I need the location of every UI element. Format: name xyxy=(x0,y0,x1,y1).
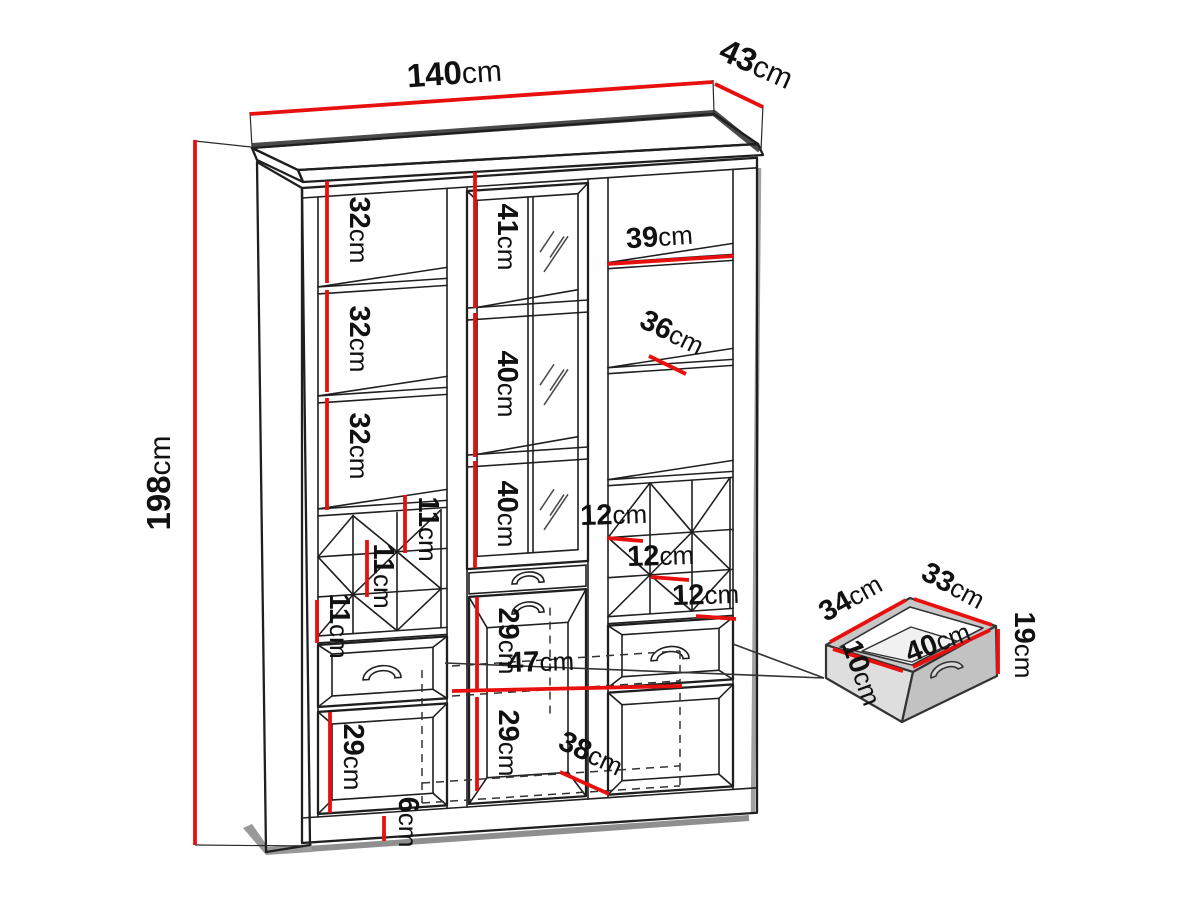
right-wine-rack xyxy=(607,476,734,625)
dim-detail-19-label: 19cm xyxy=(1008,612,1040,679)
glass-pane-marks xyxy=(539,230,569,531)
dim-left-shelf-1-label: 32cm xyxy=(343,197,375,264)
right-drawer xyxy=(606,616,735,689)
dim-line-bottom-shelf xyxy=(559,770,610,796)
right-drawer-handle xyxy=(650,645,690,662)
top-back-edge-shadow xyxy=(251,110,762,153)
dim-rack11-1-label: 11cm xyxy=(412,496,444,561)
left-side-panel xyxy=(255,160,312,854)
dim-line-detail-40 xyxy=(912,628,991,669)
dim-rack11-2-label: 11cm xyxy=(367,543,399,608)
dim-line-depth xyxy=(714,82,764,109)
dim-line-detail-33 xyxy=(913,597,993,627)
dim-line-detail-34 xyxy=(829,598,907,644)
dim-line-rack12-2 xyxy=(650,575,690,582)
dim-line-shelf-39 xyxy=(606,254,735,266)
middle-drawer xyxy=(468,564,587,595)
hidden-interior-lines xyxy=(421,607,681,804)
drawer-detail xyxy=(824,596,999,724)
middle-drawer-handle xyxy=(511,571,545,585)
left-drawer-handle xyxy=(362,664,402,681)
dim-left-shelf-3-label: 32cm xyxy=(343,413,375,480)
dim-shelf-39-label: 39cm xyxy=(625,219,694,256)
dim-left-door-label: 29cm xyxy=(337,724,369,791)
frame-lines xyxy=(301,166,758,819)
dim-glass-3-label: 40cm xyxy=(491,481,523,548)
left-door xyxy=(316,702,449,816)
dim-line-rack12-1 xyxy=(606,536,644,543)
dim-plinth-label: 6cm xyxy=(392,797,424,848)
front-face xyxy=(300,156,759,845)
dim-line-interior-width xyxy=(451,684,683,693)
top-slab-left-cap xyxy=(250,146,305,184)
right-door xyxy=(606,683,735,796)
top-slab xyxy=(250,112,765,184)
dim-line-detail-10 xyxy=(832,647,904,673)
extension-lines xyxy=(194,79,764,847)
dim-rack12-1-label: 12cm xyxy=(580,498,648,532)
glass-door xyxy=(465,181,590,571)
right-drawer-leader xyxy=(732,643,825,679)
middle-door-handle xyxy=(511,601,545,615)
dim-line-shelf-36 xyxy=(648,354,687,376)
dim-shelf-36-label: 36cm xyxy=(635,304,709,362)
dim-height-label: 198cm xyxy=(140,435,177,530)
middle-door xyxy=(467,587,588,806)
dim-depth-label: 43cm xyxy=(714,31,799,96)
drawer-detail-handle xyxy=(930,660,964,679)
leader-lines xyxy=(444,643,825,679)
cabinet-body xyxy=(300,156,759,845)
dim-glass-2-label: 40cm xyxy=(491,351,523,418)
left-drawer xyxy=(316,635,449,709)
dim-rack11-3-label: 11cm xyxy=(323,593,355,658)
dim-glass-1-label: 41cm xyxy=(491,204,523,271)
top-slab-surface xyxy=(250,112,760,172)
left-drawer-leader xyxy=(444,662,825,679)
dim-mid-lower-label: 29cm xyxy=(492,710,524,777)
dim-rack12-2-label: 12cm xyxy=(627,539,695,573)
dimension-lines xyxy=(193,80,1000,845)
left-column-shelves xyxy=(317,266,448,517)
dim-line-rack12-3 xyxy=(695,614,737,621)
dim-mid-upper-label: 29cm xyxy=(492,608,524,675)
dim-rack12-3-label: 12cm xyxy=(672,578,740,612)
dim-width-label: 140cm xyxy=(405,51,502,95)
dim-left-shelf-2-label: 32cm xyxy=(343,306,375,373)
left-wine-rack xyxy=(317,508,448,644)
dim-line-width xyxy=(249,80,714,116)
bottom-shadow xyxy=(307,815,750,852)
dim-interior-width-label: 47cm xyxy=(507,645,575,679)
drawer-detail-floor xyxy=(861,626,958,663)
